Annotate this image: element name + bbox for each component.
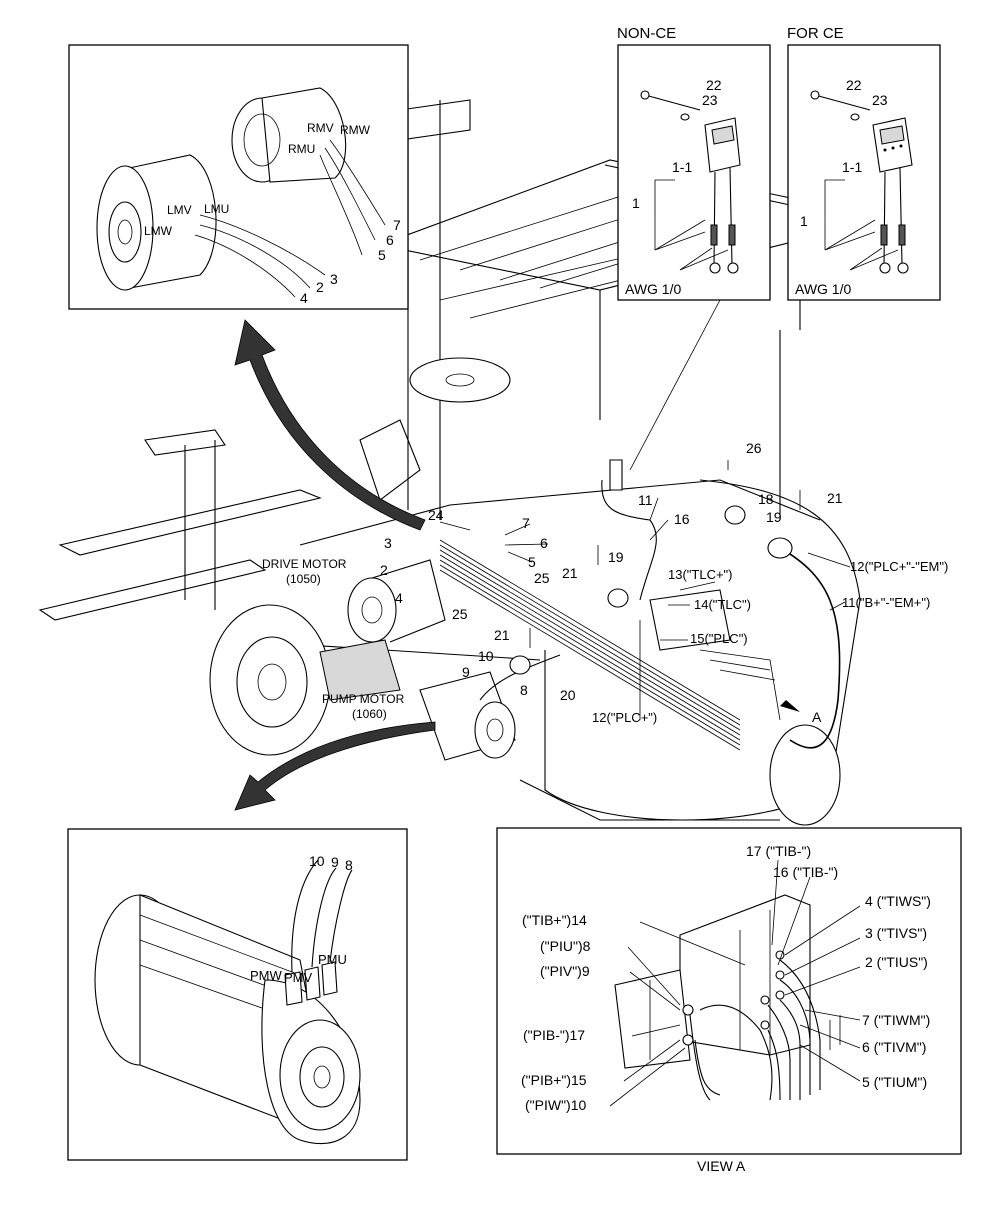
callout-7: 7 [522,515,530,531]
callout-25b: 25 [452,606,468,622]
callout-25a: 25 [534,570,550,586]
inset-callout-7: 7 [393,217,401,233]
callout-6: 6 [540,535,548,551]
inset-pump-motor: 10 9 8 PMU PMW PMV [67,828,408,1161]
for-ce-callout-1: 1 [800,213,808,229]
inset-for-ce: FOR CE 22 23 1-1 1 AWG 1/0 [787,25,941,301]
pump-motor-label: PUMP MOTOR [322,692,405,706]
view-a-5-tium: 5 ("TIUM") [862,1074,927,1090]
view-a-17-tib-minus: 17 ("TIB-") [746,843,811,859]
main-labels: DRIVE MOTOR (1050) PUMP MOTOR (1060) 24 … [262,440,948,725]
view-a-16-tib-minus: 16 ("TIB-") [773,864,838,880]
callout-4: 4 [395,590,403,606]
pump-callout-10: 10 [309,853,325,869]
label-rmw: RMW [340,123,371,137]
label-pmw: PMW [250,968,283,983]
view-a-6-tivm: 6 ("TIVM") [862,1039,926,1055]
label-rmv: RMV [307,121,334,135]
pump-callout-9: 9 [331,854,339,870]
view-a-caption: VIEW A [697,1158,746,1174]
callout-12b: 12("PLC+") [592,710,657,725]
arrow-to-drive-inset [234,319,426,531]
forklift-illustration [38,90,861,826]
view-a-tib-plus-14: ("TIB+")14 [522,912,587,928]
non-ce-callout-1: 1 [632,195,640,211]
callout-A: A [812,709,822,725]
inset-callout-5: 5 [378,247,386,263]
non-ce-awg: AWG 1/0 [625,281,681,297]
inset-callout-4: 4 [300,290,308,306]
non-ce-title: NON-CE [617,25,676,42]
pump-callout-8: 8 [345,857,353,873]
view-a-pib-plus-15: ("PIB+")15 [521,1072,587,1088]
callout-3: 3 [384,535,392,551]
callout-21b: 21 [494,627,510,643]
callout-9: 9 [462,664,470,680]
callout-19b: 19 [766,509,782,525]
for-ce-awg: AWG 1/0 [795,281,851,297]
for-ce-callout-22: 22 [846,77,862,93]
callout-18: 18 [758,491,774,507]
view-a-piv-9: ("PIV")9 [540,963,590,979]
inset-callout-2: 2 [316,279,324,295]
callout-13: 13("TLC+") [668,567,733,582]
label-lmu: LMU [204,202,229,216]
view-a-7-tiwm: 7 ("TIWM") [862,1012,930,1028]
view-a-3-tivs: 3 ("TIVS") [865,925,927,941]
callout-21a: 21 [562,565,578,581]
callout-14: 14("TLC") [694,597,751,612]
callout-24: 24 [428,507,444,523]
view-a-piw-10: ("PIW")10 [525,1097,586,1113]
callout-20: 20 [560,687,576,703]
callout-21c: 21 [827,490,843,506]
arrow-to-pump-inset [234,721,436,811]
callout-26: 26 [746,440,762,456]
view-a-2-tius: 2 ("TIUS") [865,954,928,970]
callout-12a: 12("PLC+"-"EM") [850,559,948,574]
non-ce-callout-23: 23 [702,92,718,108]
for-ce-callout-23: 23 [872,92,888,108]
callout-15: 15("PLC") [690,631,748,646]
label-pmv: PMV [284,970,313,985]
for-ce-title: FOR CE [787,25,844,42]
callout-19a: 19 [608,549,624,565]
non-ce-callout-1-1: 1-1 [672,159,692,175]
inset-drive-motor: RMV RMW RMU LMV LMU LMW 7 6 5 3 2 4 [68,44,409,310]
view-a-4-tiws: 4 ("TIWS") [865,893,931,909]
callout-8: 8 [520,682,528,698]
inset-callout-6: 6 [386,232,394,248]
callout-11b: 11("B+"-"EM+") [842,595,930,610]
pump-motor-code: (1060) [352,707,387,721]
inset-view-a: 17 ("TIB-") 16 ("TIB-") 4 ("TIWS") 3 ("T… [496,827,962,1155]
view-a-pib-minus-17: ("PIB-")17 [523,1027,585,1043]
view-a-piu-8: ("PIU")8 [540,938,591,954]
callout-10: 10 [478,648,494,664]
label-lmv: LMV [167,203,192,217]
inset-non-ce: NON-CE 22 23 1-1 1 AWG 1/0 [617,25,771,471]
drive-motor-code: (1050) [286,572,321,586]
drive-motor-label: DRIVE MOTOR [262,557,347,571]
for-ce-callout-1-1: 1-1 [842,159,862,175]
label-rmu: RMU [288,142,315,156]
callout-2: 2 [380,562,388,578]
inset-callout-3: 3 [330,271,338,287]
label-pmu: PMU [318,952,347,967]
callout-11: 11 [638,492,653,508]
callout-16: 16 [674,511,690,527]
label-lmw: LMW [144,224,173,238]
non-ce-callout-22: 22 [706,77,722,93]
